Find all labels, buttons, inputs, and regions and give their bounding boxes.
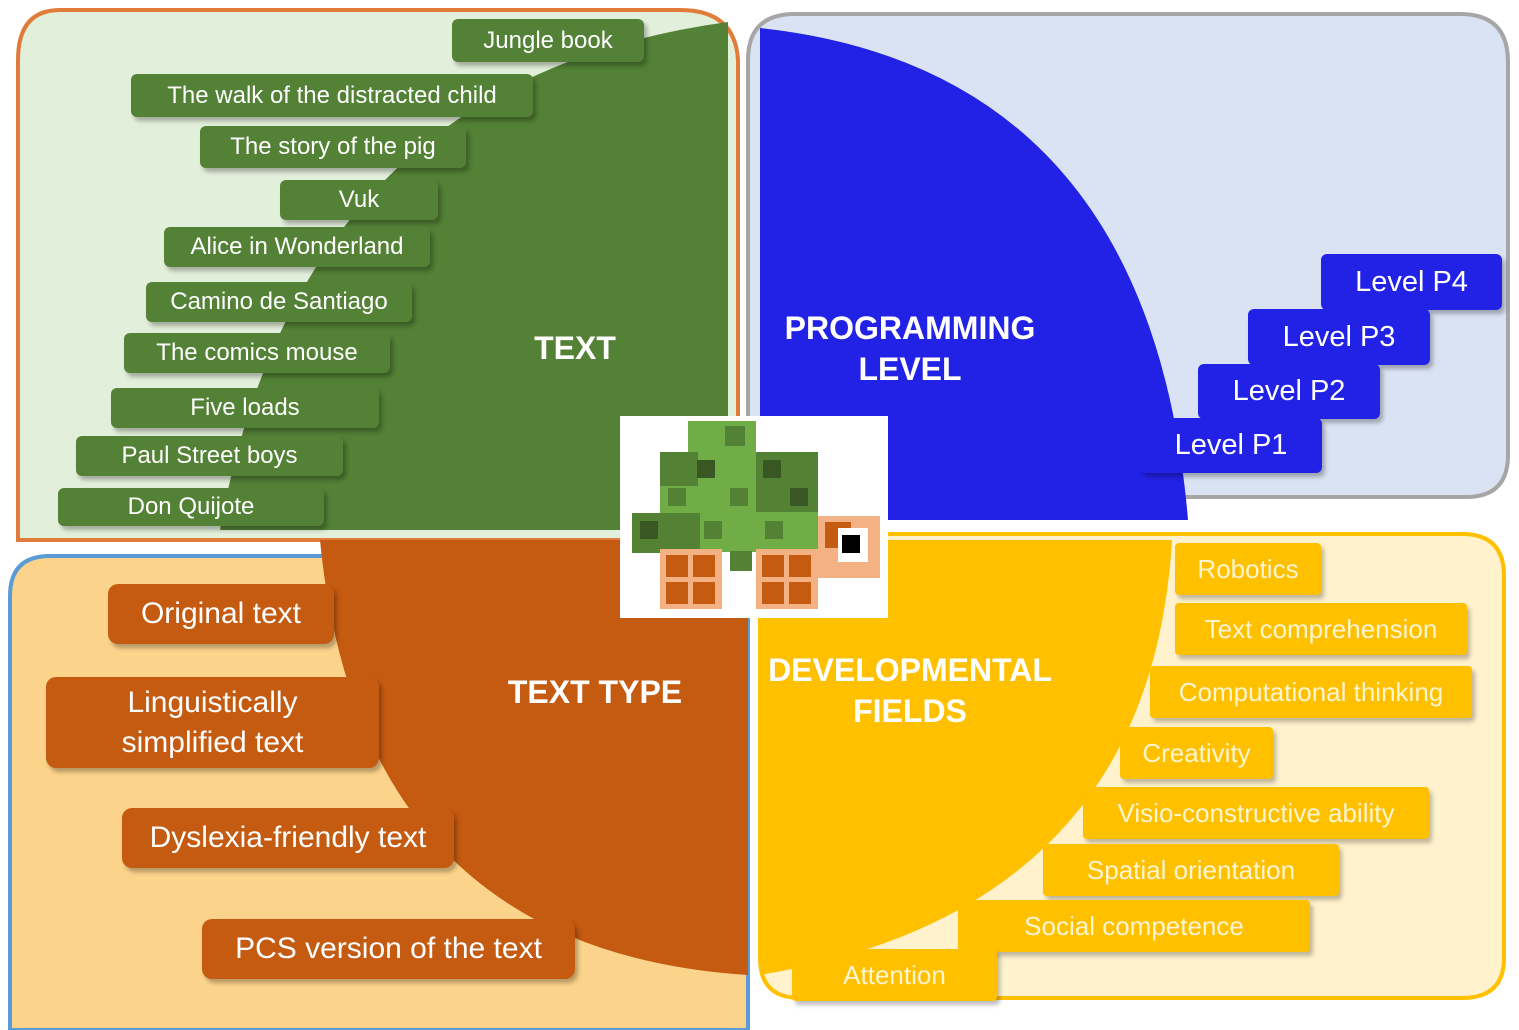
text-item-paul-street: Paul Street boys xyxy=(76,436,343,476)
text-type-item-dyslexia: Dyslexia-friendly text xyxy=(122,808,454,868)
text-item-alice: Alice in Wonderland xyxy=(164,227,430,267)
programming-title: PROGRAMMING LEVEL xyxy=(770,308,1050,390)
text-item-walk-distracted-child: The walk of the distracted child xyxy=(131,74,533,117)
developmental-title-line1: DEVELOPMENTAL xyxy=(768,652,1052,688)
programming-item-level-p4: Level P4 xyxy=(1321,254,1502,310)
developmental-item-creativity: Creativity xyxy=(1120,727,1273,779)
developmental-title-line2: FIELDS xyxy=(853,693,967,729)
programming-fan xyxy=(760,28,1188,520)
text-item-camino: Camino de Santiago xyxy=(146,282,412,322)
text-type-title-label: TEXT TYPE xyxy=(507,674,683,710)
developmental-title: DEVELOPMENTAL FIELDS xyxy=(760,650,1060,732)
developmental-item-social-competence: Social competence xyxy=(958,900,1310,952)
text-item-story-of-pig: The story of the pig xyxy=(200,126,466,168)
developmental-item-robotics: Robotics xyxy=(1175,543,1321,595)
text-item-vuk: Vuk xyxy=(280,180,438,220)
text-title-label: TEXT xyxy=(534,330,616,366)
programming-title-line1: PROGRAMMING xyxy=(784,310,1036,346)
text-type-title: TEXT TYPE xyxy=(500,672,690,713)
programming-title-line2: LEVEL xyxy=(858,351,962,387)
developmental-item-visio-constructive: Visio-constructive ability xyxy=(1083,787,1429,839)
developmental-item-text-comprehension: Text comprehension xyxy=(1175,603,1467,655)
text-item-five-loads: Five loads xyxy=(111,388,379,428)
text-item-don-quijote: Don Quijote xyxy=(58,488,324,526)
text-item-comics-mouse: The comics mouse xyxy=(124,333,390,373)
text-type-item-pcs: PCS version of the text xyxy=(202,919,575,979)
text-type-item-original: Original text xyxy=(108,584,334,644)
text-type-item-simplified: Linguistically simplified text xyxy=(46,677,379,768)
developmental-item-spatial-orientation: Spatial orientation xyxy=(1043,844,1339,896)
programming-item-level-p3: Level P3 xyxy=(1248,309,1430,365)
developmental-fan xyxy=(760,540,1172,975)
programming-item-level-p2: Level P2 xyxy=(1198,364,1380,419)
text-item-jungle-book: Jungle book xyxy=(452,19,644,62)
pixel-turtle-robot-icon xyxy=(620,416,888,618)
text-title: TEXT xyxy=(520,328,630,369)
developmental-item-computational-thinking: Computational thinking xyxy=(1150,666,1472,718)
programming-item-level-p1: Level P1 xyxy=(1140,418,1322,473)
developmental-item-attention: Attention xyxy=(792,949,997,1001)
text-type-fan xyxy=(320,540,748,975)
